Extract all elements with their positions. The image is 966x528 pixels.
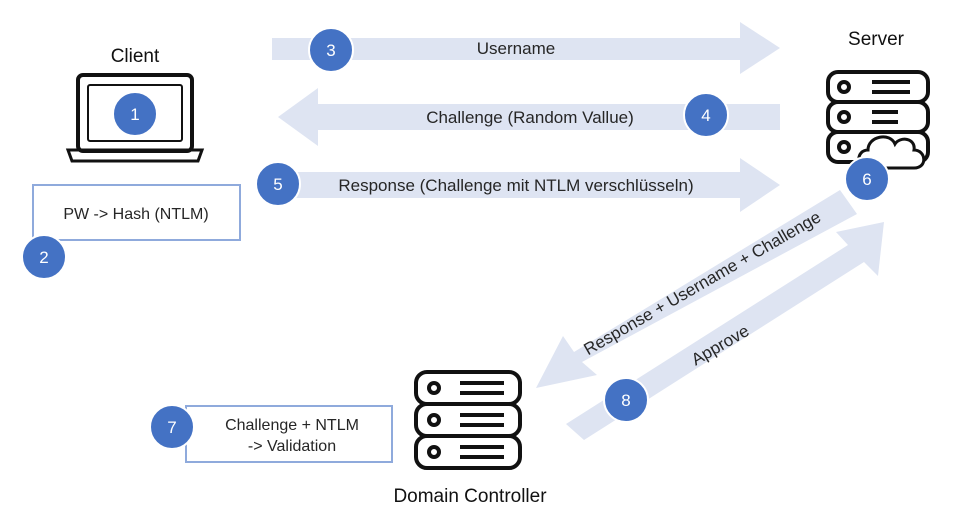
step-badge-7: 7 [149,404,195,450]
svg-text:8: 8 [621,391,630,410]
dc-validation-line1: Challenge + NTLM [225,417,359,434]
client-node: Client [65,46,205,163]
arrow-forward-shape [536,190,857,388]
arrow-forward-label: Response + Username + Challenge [580,207,824,359]
svg-text:3: 3 [326,41,335,60]
arrow-response-shape [272,158,780,212]
server-stack-icon [414,370,522,470]
step-badge-2: 2 [21,234,67,280]
svg-text:1: 1 [130,105,139,124]
arrow-approve-shape [566,222,884,440]
dc-validation-box: Challenge + NTLM -> Validation [185,405,393,463]
arrow-response: Response (Challenge mit NTLM verschlüsse… [272,158,780,212]
arrow-username: Username [272,22,780,74]
step-badge-6: 6 [844,156,890,202]
svg-text:2: 2 [39,248,48,267]
domain-controller-node: Domain Controller [393,370,547,507]
client-hash-text: PW -> Hash (NTLM) [63,206,208,223]
arrow-challenge-label: Challenge (Random Vallue) [426,108,634,127]
server-cloud-icon [826,70,930,170]
svg-text:4: 4 [701,106,710,125]
dc-validation-line2: -> Validation [248,438,336,455]
svg-text:6: 6 [862,170,871,189]
arrow-challenge-shape [278,88,780,146]
client-hash-box: PW -> Hash (NTLM) [32,184,241,241]
step-badge-8: 8 [603,377,649,423]
laptop-icon [65,73,205,163]
client-hash-border [32,184,241,241]
client-label: Client [111,46,160,67]
step-badge-3: 3 [308,27,354,73]
server-label: Server [848,29,905,50]
arrow-username-shape [272,22,780,74]
server-node: Server [826,29,930,170]
domain-controller-label: Domain Controller [393,486,547,507]
svg-text:7: 7 [167,418,176,437]
step-badge-5: 5 [255,161,301,207]
step-badge-1: 1 [112,91,158,137]
svg-text:5: 5 [273,175,282,194]
arrow-username-label: Username [477,39,555,58]
arrow-challenge: Challenge (Random Vallue) [278,88,780,146]
step-badge-4: 4 [683,92,729,138]
arrow-response-label: Response (Challenge mit NTLM verschlüsse… [338,176,693,195]
